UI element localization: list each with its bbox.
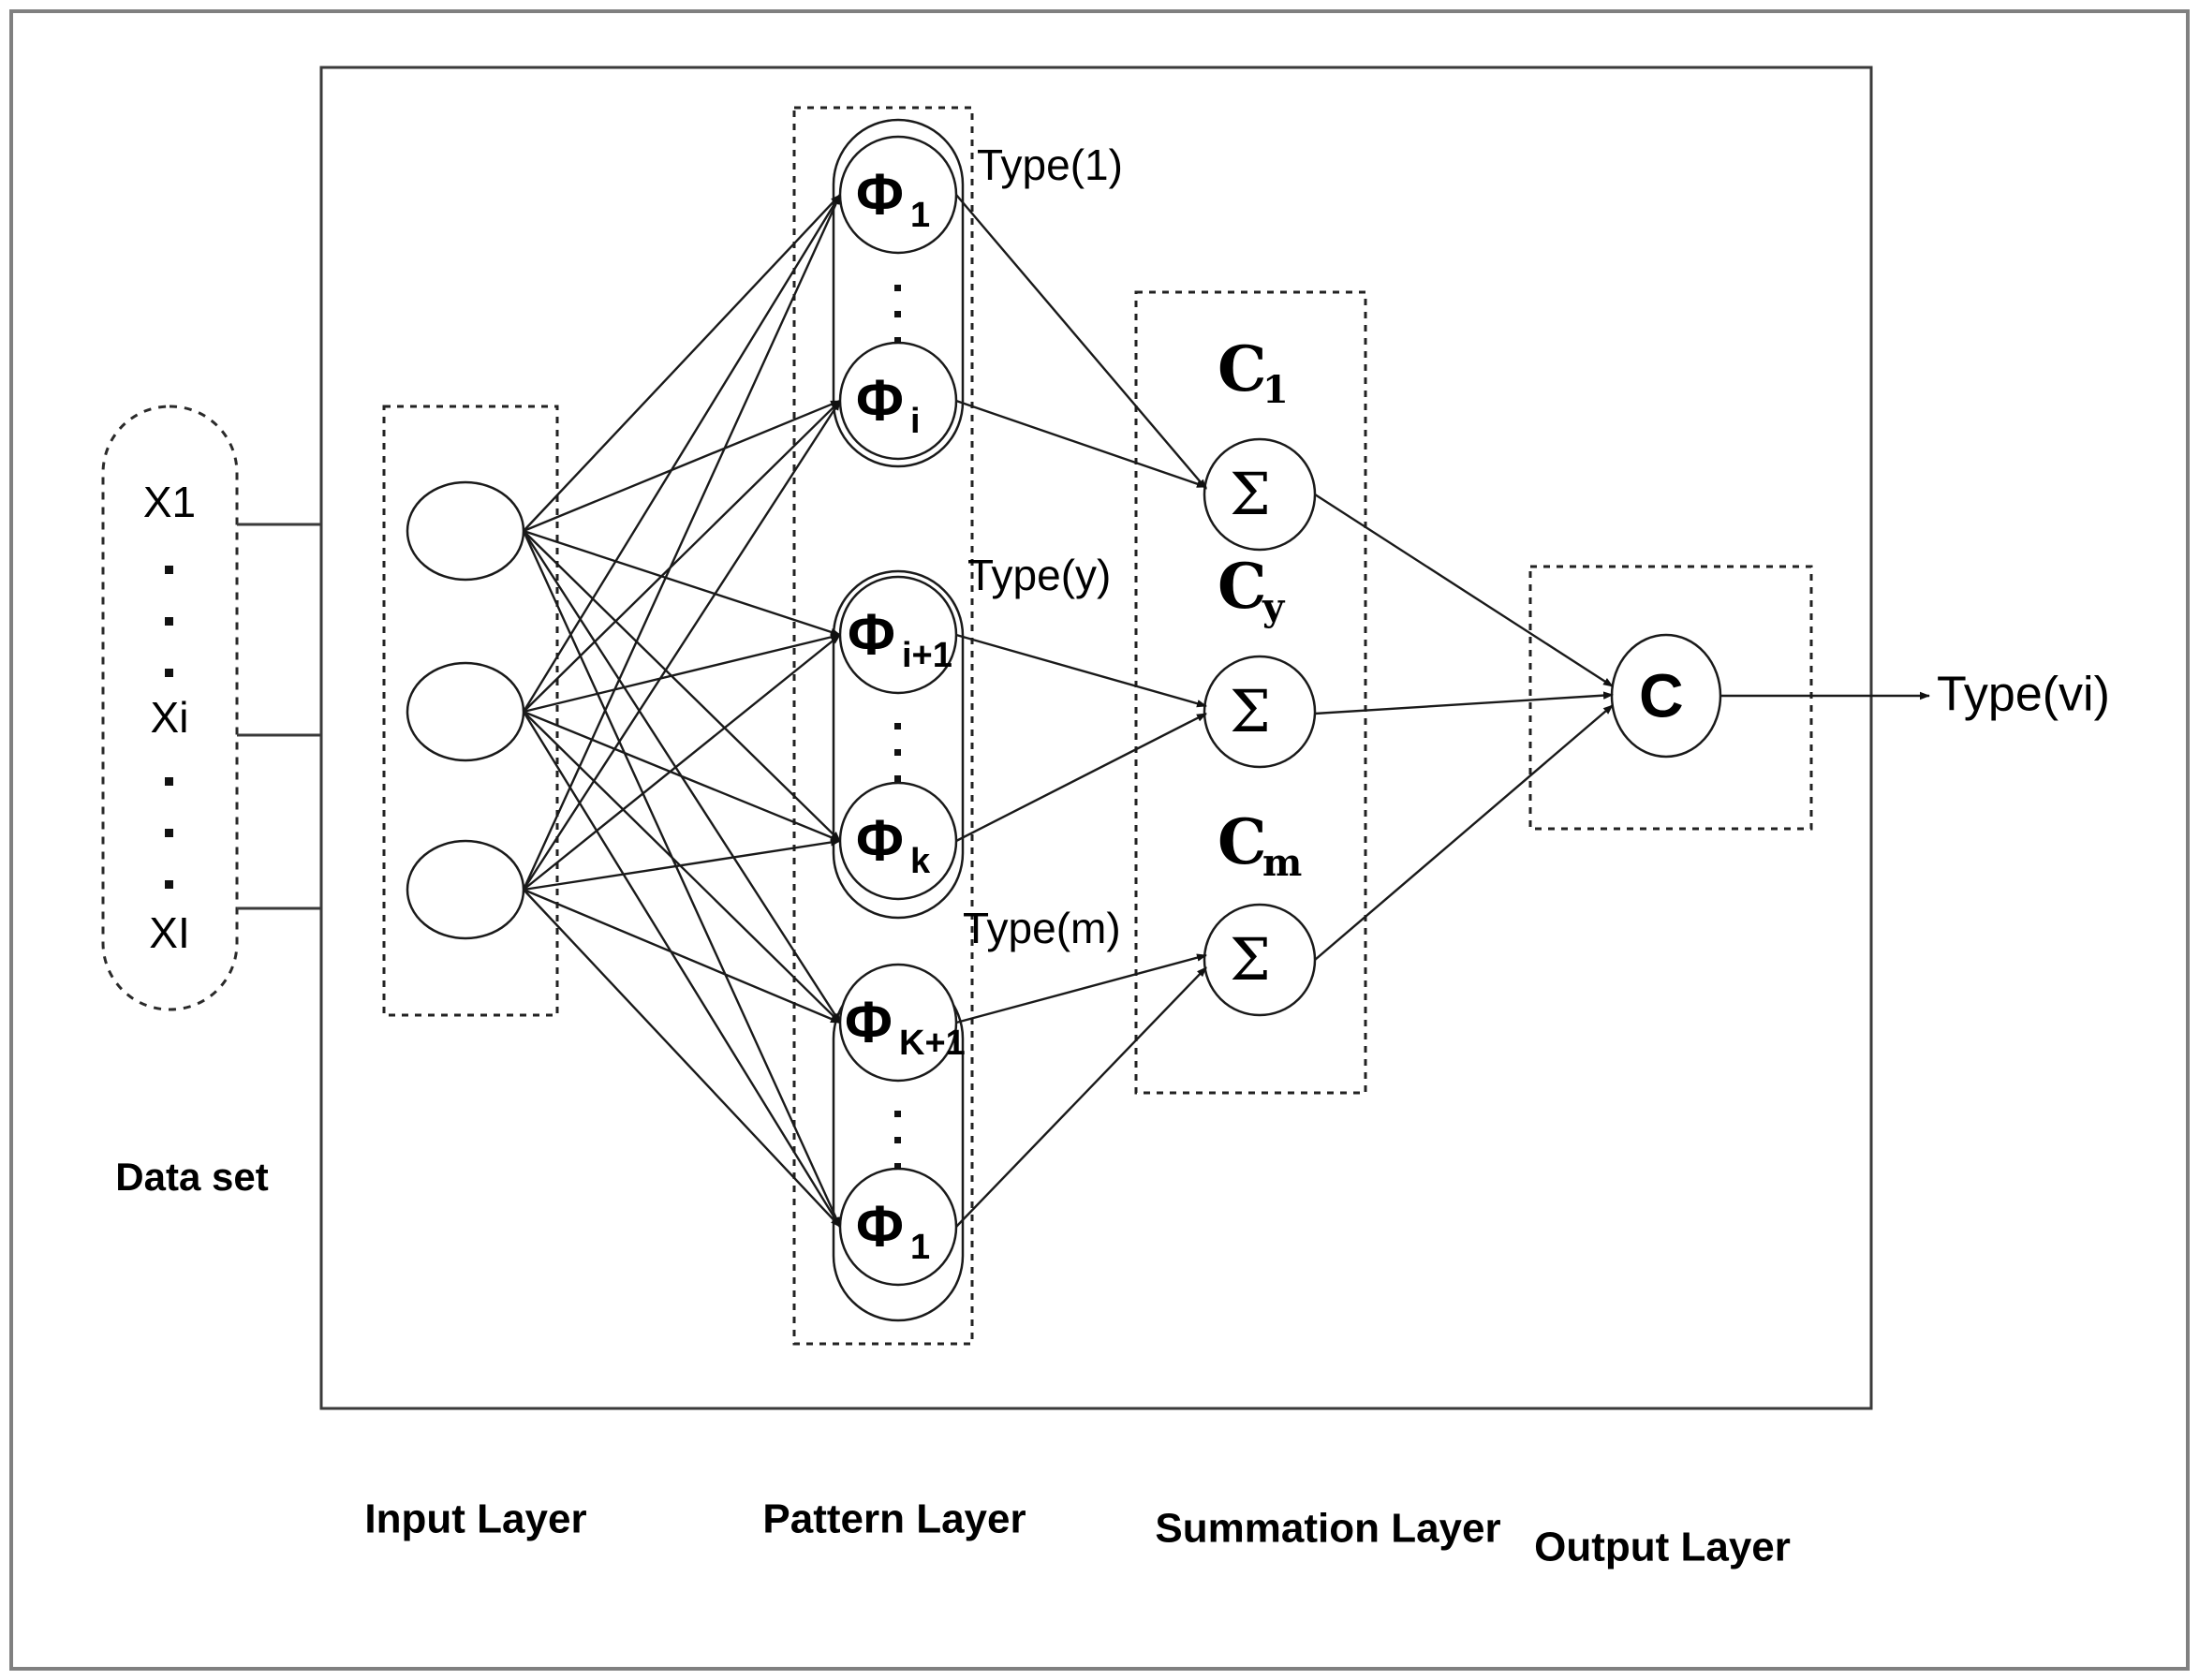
dataset-item-xl: XI [149, 908, 189, 957]
summation-sigma-3: Σ [1230, 925, 1271, 994]
pattern-type-label-3: Type(m) [963, 904, 1121, 952]
summation-layer-box [1134, 290, 1367, 1095]
edge-s1-out [1314, 493, 1614, 688]
summation-class-label-1: C [1218, 332, 1267, 405]
dataset-dot [165, 669, 173, 677]
pattern-group-1-dot [894, 311, 901, 317]
edge-p5-s3 [955, 953, 1207, 1024]
caption-pattern-layer: Pattern Layer [762, 1496, 1026, 1542]
edge-in1-p1 [523, 194, 841, 532]
dataset-caption: Data set [115, 1155, 268, 1199]
pattern-node-phi-i-sub: i [910, 402, 921, 441]
summation-class-label-2: C [1218, 550, 1267, 623]
edge-s3-out [1314, 704, 1614, 961]
pattern-node-phi-1-base: Φ [856, 162, 904, 227]
caption-output-layer: Output Layer [1534, 1525, 1791, 1570]
edge-in1-p2 [523, 399, 841, 533]
output-node-label: C [1639, 660, 1684, 729]
pattern-group-3-dot [894, 1163, 901, 1170]
summation-sigma-1: Σ [1230, 460, 1271, 528]
edge-p3-s2 [955, 633, 1207, 708]
pattern-node-phi-k-base: Φ [856, 808, 904, 873]
edge-in3-p5 [523, 888, 841, 1024]
edge-in2-p1 [522, 194, 842, 713]
pattern-group-2-dot [894, 723, 901, 729]
caption-summation-layer: Summation Layer [1155, 1506, 1500, 1552]
edge-p6-s3 [955, 966, 1207, 1228]
dataset-dot [165, 566, 173, 574]
edge-in3-p1 [522, 194, 842, 891]
summation-node-2[interactable] [1203, 655, 1317, 769]
network-frame [319, 66, 1873, 1410]
pattern-group-2-stadium [832, 569, 965, 920]
dataset-capsule [101, 405, 239, 1011]
pattern-layer-box [792, 106, 974, 1346]
input-node-3[interactable] [406, 839, 525, 940]
summation-class-sub-2: y [1262, 585, 1286, 629]
edge-p1-s1 [955, 194, 1207, 490]
input-layer-box [382, 405, 559, 1017]
edge-in3-p3 [523, 634, 841, 891]
edge-in3-p4 [523, 838, 841, 892]
input-node-1[interactable] [406, 480, 525, 582]
dataset-item-xi: Xi [151, 693, 189, 742]
pattern-node-phi-i-plus-1-base: Φ [848, 602, 895, 667]
edge-in3-p6 [523, 889, 841, 1228]
edge-in3-p2 [522, 400, 842, 891]
input-node-2[interactable] [406, 661, 525, 762]
dataset-item-x1: X1 [143, 478, 196, 526]
pattern-node-phi-k-sub: k [910, 842, 931, 881]
edge-in2-p5 [523, 711, 841, 1024]
pattern-node-phi-1-sub: 1 [910, 196, 930, 235]
edge-in2-p4 [523, 710, 841, 843]
summation-class-sub-3: m [1262, 841, 1302, 885]
pattern-group-1-stadium [832, 118, 965, 468]
output-type-label: Type(vi) [1937, 668, 2110, 722]
pattern-node-phi-i-base: Φ [856, 368, 904, 433]
dataset-dot [165, 617, 173, 626]
pattern-group-1-dot [894, 285, 901, 291]
pattern-node-phi-i-plus-1-sub: i+1 [902, 636, 952, 675]
pattern-group-3-dot [894, 1111, 901, 1117]
pattern-type-label-2: Type(y) [967, 551, 1111, 599]
summation-sigma-2: Σ [1230, 677, 1271, 745]
edge-in2-p3 [523, 633, 841, 714]
page-border [9, 9, 2190, 1671]
edge-in1-p4 [523, 530, 841, 842]
pattern-type-label-1: Type(1) [977, 140, 1123, 189]
edge-s2-out [1314, 691, 1614, 715]
dataset-dot [165, 880, 173, 889]
dataset-dot [165, 829, 173, 837]
edge-p2-s1 [955, 399, 1207, 489]
pattern-node-phi-l-sub: 1 [910, 1228, 930, 1267]
summation-class-sub-1: 1 [1262, 368, 1289, 412]
caption-input-layer: Input Layer [364, 1496, 586, 1542]
output-layer-box [1528, 565, 1813, 831]
pattern-node-phi-K-plus-1-base: Φ [845, 990, 893, 1054]
pattern-node-phi-K-plus-1-sub: K+1 [899, 1024, 966, 1063]
pattern-group-2-dot [894, 775, 901, 782]
dataset-dot [165, 777, 173, 786]
edge-in1-p6 [522, 530, 842, 1228]
pattern-node-phi-l-base: Φ [856, 1194, 904, 1259]
edge-p4-s2 [955, 712, 1207, 843]
pattern-group-2-dot [894, 749, 901, 756]
edge-in2-p2 [523, 400, 841, 713]
summation-class-label-3: C [1218, 805, 1267, 878]
pattern-group-1-dot [894, 337, 901, 344]
edge-in2-p6 [522, 711, 842, 1228]
pattern-group-3-dot [894, 1137, 901, 1143]
edge-in1-p3 [523, 529, 841, 637]
